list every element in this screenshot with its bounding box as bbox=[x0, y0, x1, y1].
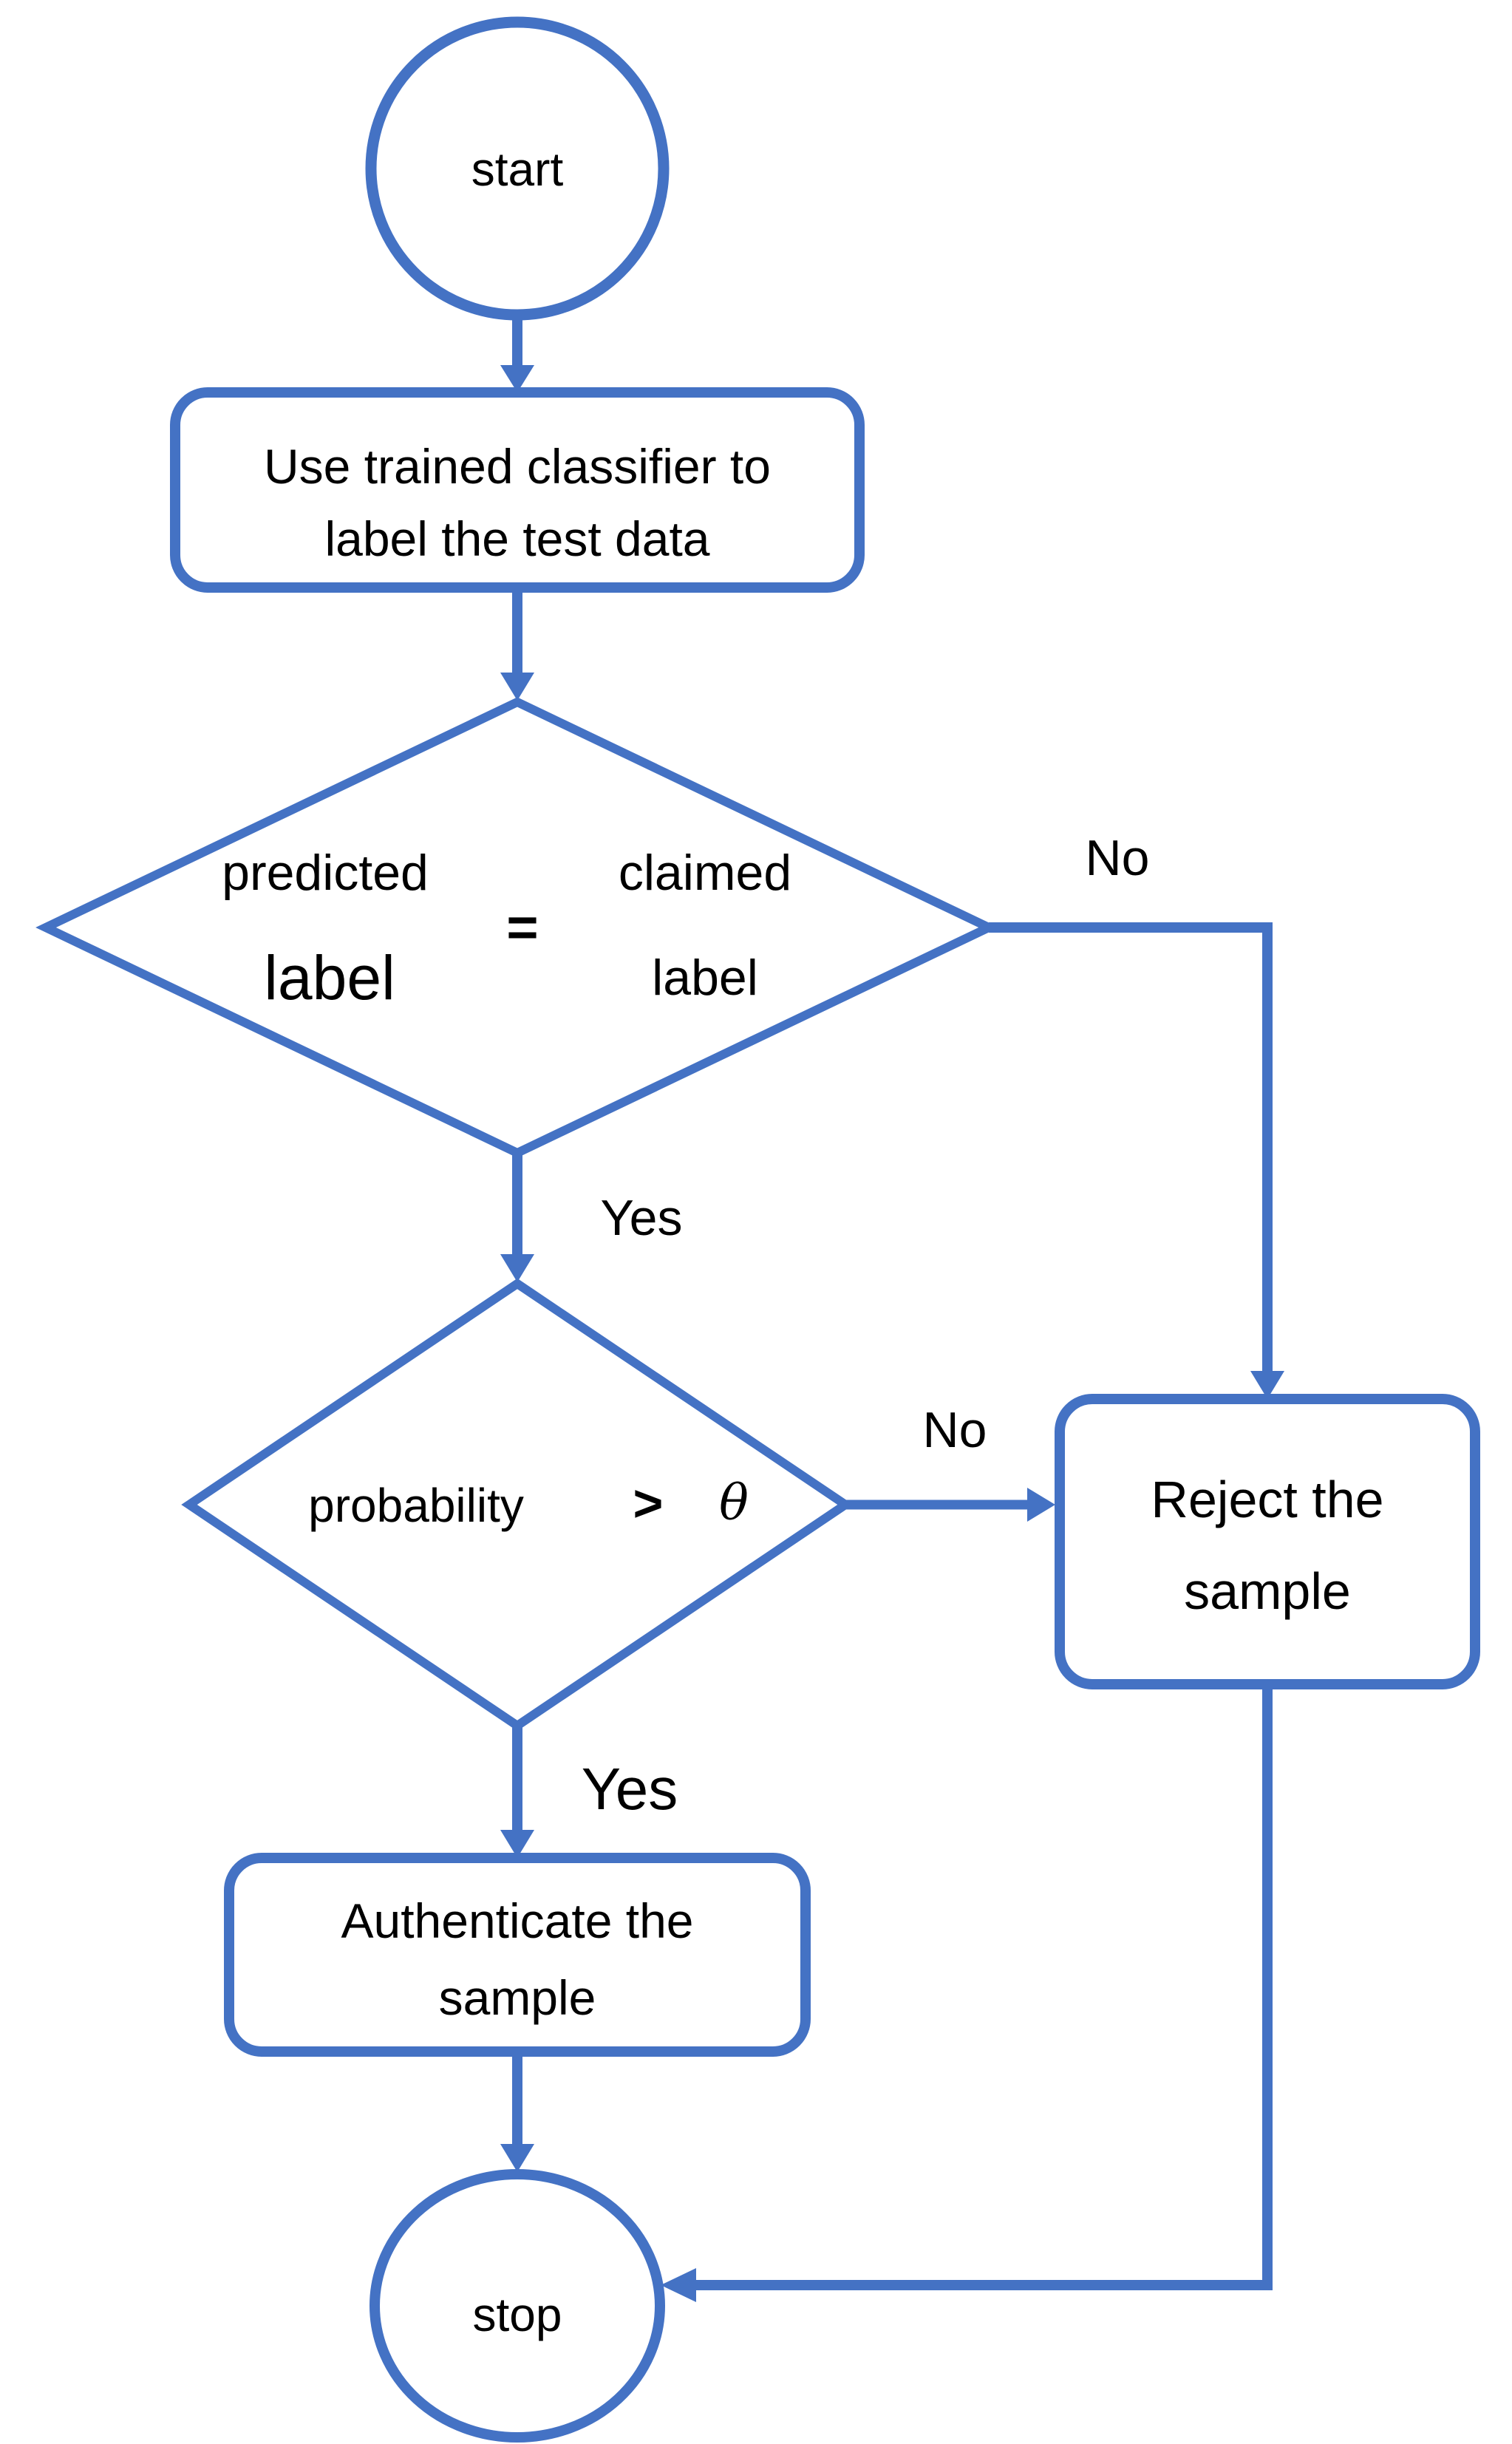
label-check-no-label: No bbox=[1086, 830, 1150, 886]
edge-labelcheck-no-to-reject-arrowhead-icon bbox=[1250, 1371, 1284, 1399]
label-check-right-line2: label bbox=[652, 950, 758, 1006]
probability-check-subject: probability bbox=[308, 1479, 524, 1532]
label-check-left-line2: label bbox=[264, 943, 395, 1012]
stop-node bbox=[370, 2169, 665, 2443]
stop-label: stop bbox=[473, 2288, 562, 2341]
probability-check-no-label: No bbox=[923, 1402, 987, 1458]
edge-authenticate-to-stop-arrowhead-icon bbox=[500, 2144, 534, 2172]
authenticate-label-line2: sample bbox=[439, 1970, 596, 2025]
edge-start-to-classify-arrowhead-icon bbox=[500, 365, 534, 392]
edge-reject-to-stop bbox=[695, 1684, 1273, 2290]
probability-check-threshold: θ bbox=[719, 1474, 749, 1531]
reject-node bbox=[1055, 1394, 1480, 1689]
label-check-right-line1: claimed bbox=[619, 845, 791, 901]
classify-label-line2: label the test data bbox=[324, 511, 709, 566]
label-check-left-line1: predicted bbox=[222, 845, 429, 901]
edge-reject-to-stop-arrowhead-icon bbox=[661, 2268, 696, 2302]
label-check-yes-label: Yes bbox=[601, 1190, 683, 1246]
probability-check-yes-label: Yes bbox=[582, 1756, 678, 1822]
label-check-operator: = bbox=[506, 896, 538, 958]
classify-label-line1: Use trained classifier to bbox=[264, 439, 771, 494]
reject-label-line2: sample bbox=[1184, 1562, 1351, 1620]
authenticate-label-line1: Authenticate the bbox=[341, 1893, 693, 1948]
start-node bbox=[365, 16, 670, 321]
reject-label-line1: Reject the bbox=[1151, 1471, 1383, 1528]
edge-probability-yes-to-authenticate-arrowhead-icon bbox=[500, 1830, 534, 1858]
edge-classify-to-labelcheck-arrowhead-icon bbox=[500, 673, 534, 701]
edge-labelcheck-no-to-reject bbox=[989, 922, 1273, 1372]
start-label: start bbox=[471, 143, 564, 196]
edge-labelcheck-yes-to-probability-arrowhead-icon bbox=[500, 1254, 534, 1282]
probability-check-operator: > bbox=[633, 1474, 664, 1532]
edge-probability-no-to-reject-arrowhead-icon bbox=[1027, 1488, 1055, 1522]
